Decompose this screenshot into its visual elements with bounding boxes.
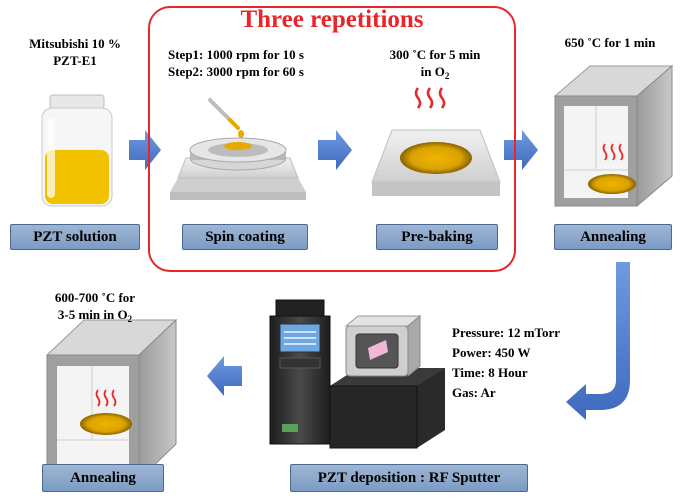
annealing2-note-line2: 3-5 min in O2 [57, 307, 133, 324]
repetition-title: Three repetitions [240, 6, 424, 33]
furnace-icon [45, 318, 178, 482]
annealing1-note: 650 ˚C for 1 min [564, 35, 656, 50]
prebake-note-line1: 300 ˚C for 5 min [389, 47, 481, 62]
sputter-param: Time: 8 Hour [452, 365, 528, 380]
prebake-note-line2: in O2 [420, 64, 450, 81]
arrow-right-icon [318, 130, 352, 170]
arrow-right-icon [129, 130, 161, 170]
rf-sputter-label: PZT deposition : RF Sputter [290, 464, 528, 492]
hotplate-icon [371, 87, 501, 196]
spin-step1-text: Step1: 1000 rpm for 10 s [168, 47, 304, 62]
pre-baking-label: Pre-baking [376, 224, 498, 250]
sputter-param: Power: 450 W [452, 345, 531, 360]
spin-step2-text: Step2: 3000 rpm for 60 s [168, 64, 304, 79]
arrow-right-icon [504, 130, 538, 170]
furnace-icon [553, 64, 674, 208]
solution-note-line2: PZT-E1 [53, 53, 97, 68]
rf-sputter-system-icon [269, 299, 445, 449]
repetition-frame [148, 6, 516, 272]
annealing-label-1: Annealing [554, 224, 672, 250]
bent-arrow-icon [566, 262, 630, 420]
sputter-param: Gas: Ar [452, 385, 496, 400]
arrow-left-icon [207, 356, 242, 396]
annealing2-note-line1: 600-700 ˚C for [54, 290, 136, 305]
spin-coater-icon [170, 98, 306, 200]
sputter-param: Pressure: 12 mTorr [452, 325, 561, 340]
pzt-solution-label: PZT solution [10, 224, 140, 250]
spin-coating-label: Spin coating [182, 224, 308, 250]
solution-bottle-icon [41, 94, 113, 207]
solution-note-line1: Mitsubishi 10 % [29, 36, 121, 51]
annealing-label-2: Annealing [42, 464, 164, 492]
